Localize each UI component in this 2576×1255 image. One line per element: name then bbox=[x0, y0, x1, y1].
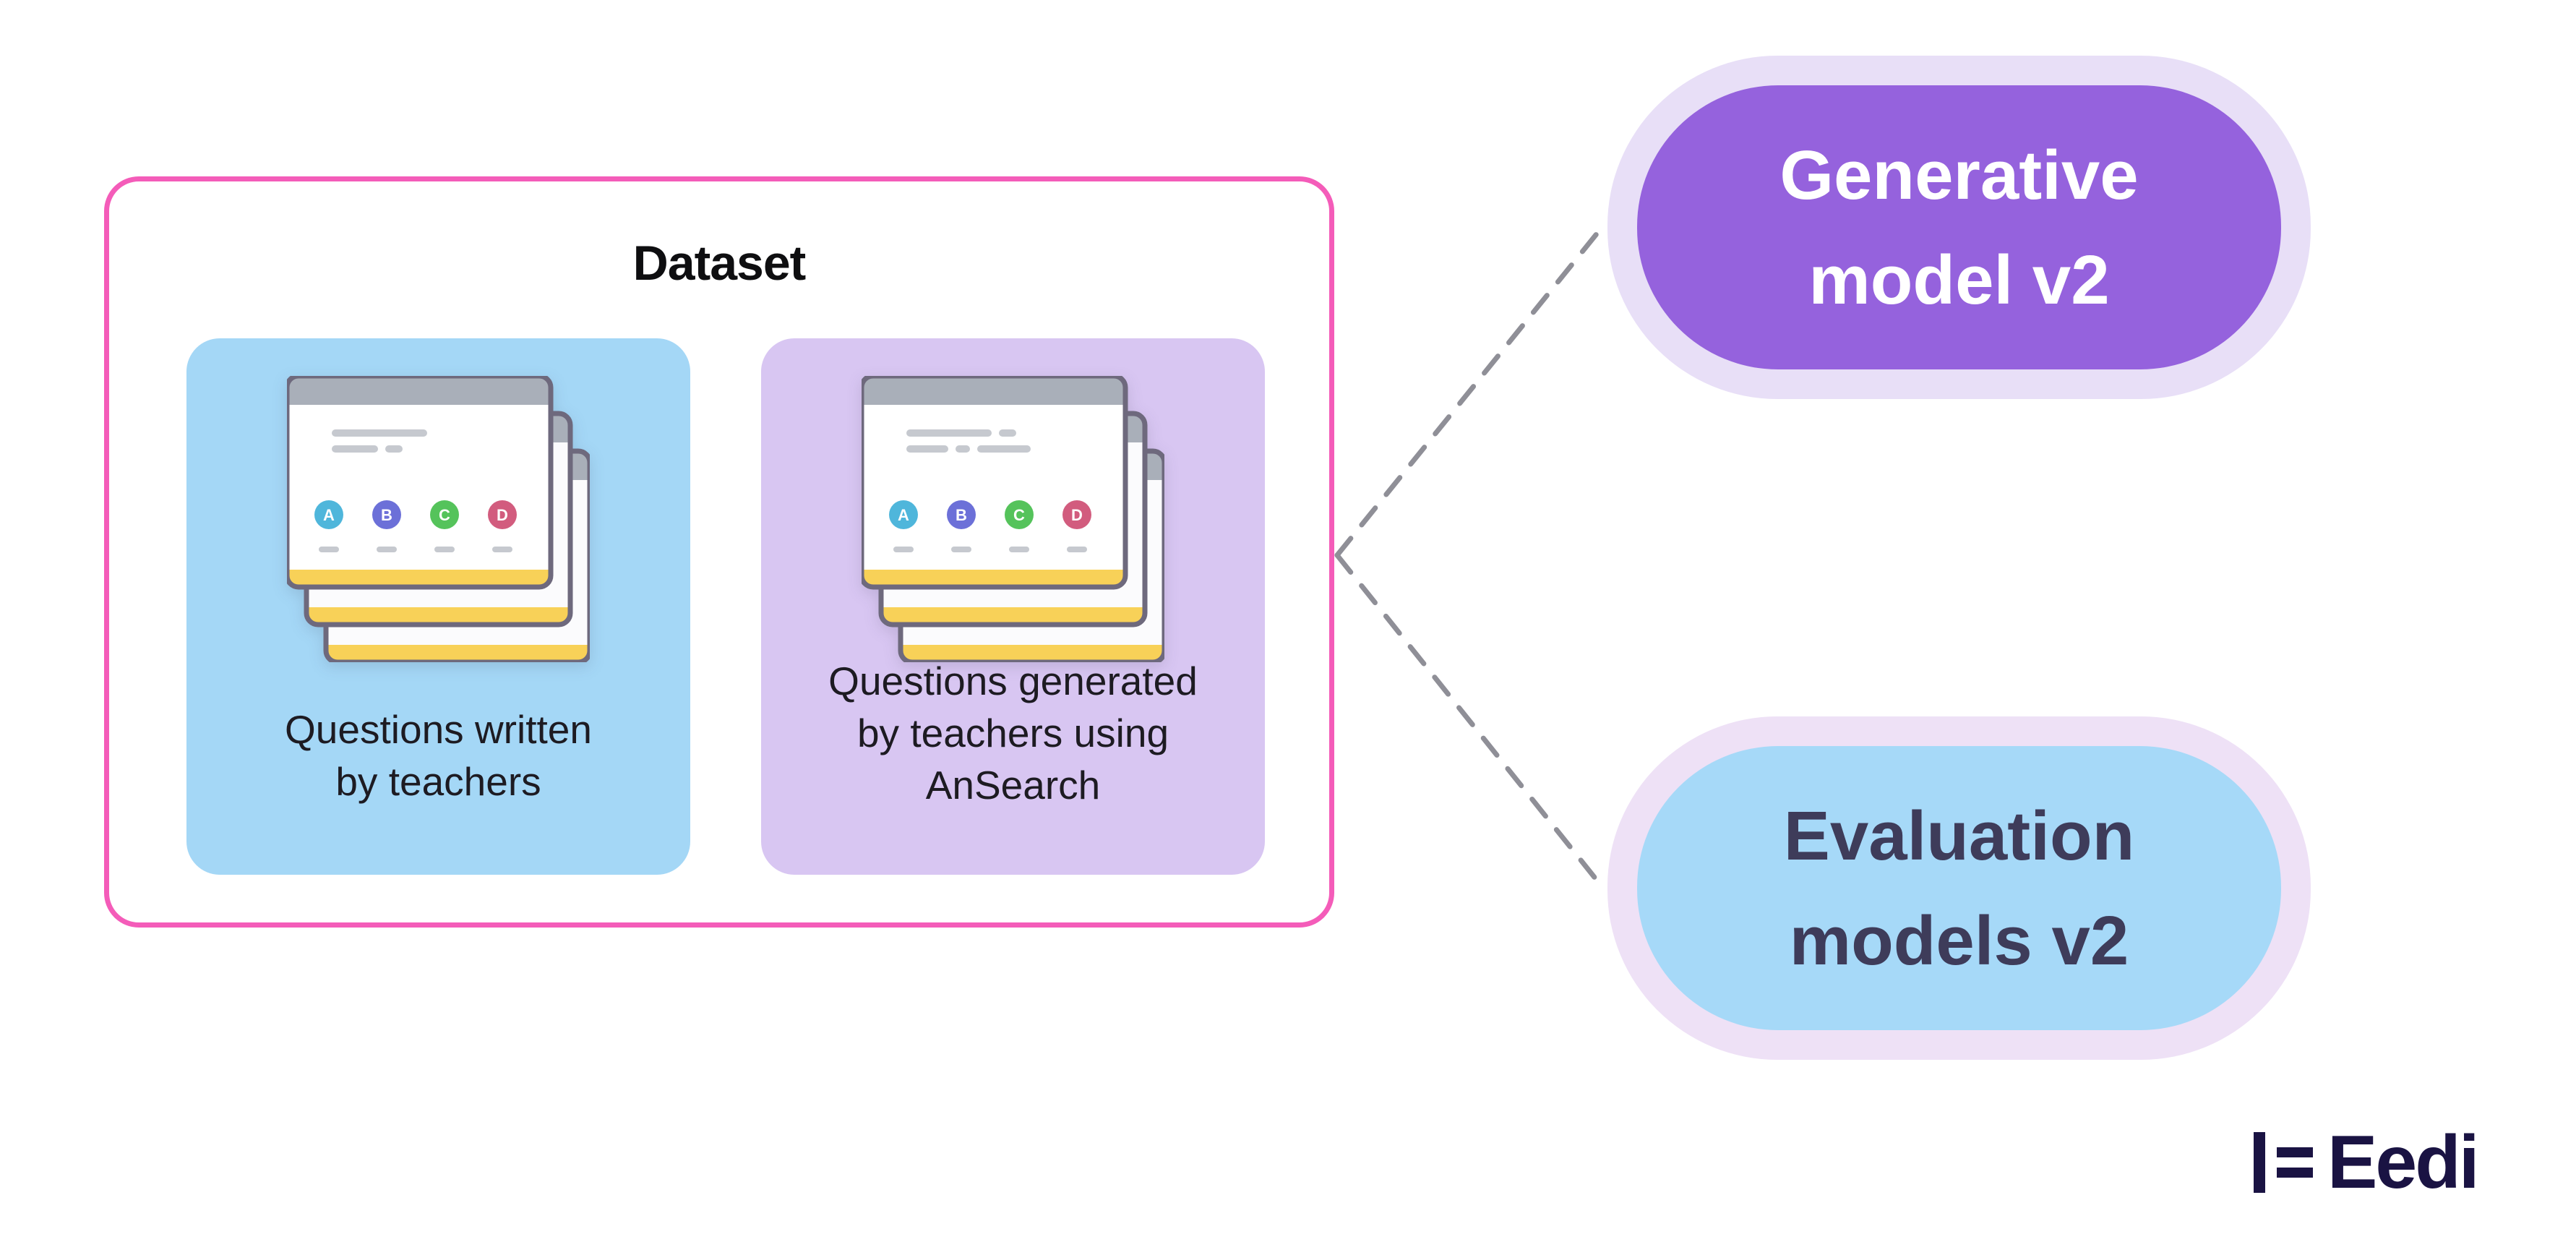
option-c-badge bbox=[430, 500, 459, 529]
eedi-logo: Eedi bbox=[2254, 1121, 2480, 1204]
option-c-badge bbox=[1005, 500, 1034, 529]
logo-equals-bars bbox=[2277, 1147, 2313, 1178]
option-c-label: C bbox=[1013, 506, 1025, 524]
option-b-label: B bbox=[381, 506, 392, 524]
logo-vertical-bar bbox=[2254, 1132, 2265, 1193]
eedi-logo-mark-icon bbox=[2254, 1132, 2313, 1193]
stacked-question-cards-icon: A B C D bbox=[287, 376, 590, 662]
option-d-label: D bbox=[497, 506, 508, 524]
option-a-label: A bbox=[323, 506, 335, 524]
dataset-box: Dataset bbox=[104, 176, 1334, 928]
node-label-line: models v2 bbox=[1789, 901, 2129, 980]
option-d-badge bbox=[488, 500, 517, 529]
caption-line: Questions generated bbox=[828, 659, 1198, 703]
option-a-label: A bbox=[898, 506, 909, 524]
option-d-label: D bbox=[1071, 506, 1083, 524]
node-generative-model-v2: Generative model v2 bbox=[1607, 56, 2311, 399]
stacked-question-cards-icon: A B C D bbox=[862, 376, 1164, 662]
stacked-card-front: A B C D bbox=[287, 376, 554, 590]
option-a-badge bbox=[314, 500, 343, 529]
card-caption: Questions written by teachers bbox=[186, 703, 690, 808]
option-c-label: C bbox=[439, 506, 450, 524]
caption-line: by teachers bbox=[335, 759, 541, 804]
caption-line: by teachers using bbox=[856, 711, 1169, 755]
connector-to-evaluation-models bbox=[1334, 552, 1605, 889]
eedi-logo-text: Eedi bbox=[2327, 1121, 2480, 1204]
dataset-title: Dataset bbox=[632, 236, 807, 291]
stacked-card-front: A B C D bbox=[862, 376, 1128, 590]
card-caption: Questions generated by teachers using An… bbox=[761, 655, 1265, 811]
option-b-badge bbox=[372, 500, 401, 529]
option-b-badge bbox=[947, 500, 976, 529]
option-d-badge bbox=[1062, 500, 1091, 529]
option-b-label: B bbox=[956, 506, 967, 524]
caption-line: AnSearch bbox=[925, 763, 1101, 808]
node-label-line: Generative bbox=[1779, 136, 2139, 214]
node-label-line: Evaluation bbox=[1783, 797, 2135, 875]
caption-line: Questions written bbox=[285, 707, 592, 752]
card-questions-written-by-teachers: A B C D Questions written by teachers bbox=[186, 338, 690, 875]
node-evaluation-models-v2-body: Evaluation models v2 bbox=[1637, 746, 2281, 1030]
node-label-line: model v2 bbox=[1808, 241, 2110, 319]
option-a-badge bbox=[889, 500, 918, 529]
node-evaluation-models-v2: Evaluation models v2 bbox=[1607, 716, 2311, 1060]
node-generative-model-v2-body: Generative model v2 bbox=[1637, 85, 2281, 369]
connector-to-generative-model bbox=[1334, 221, 1607, 558]
card-questions-generated-with-ansearch: A B C D Questions generated by teachers … bbox=[761, 338, 1265, 875]
